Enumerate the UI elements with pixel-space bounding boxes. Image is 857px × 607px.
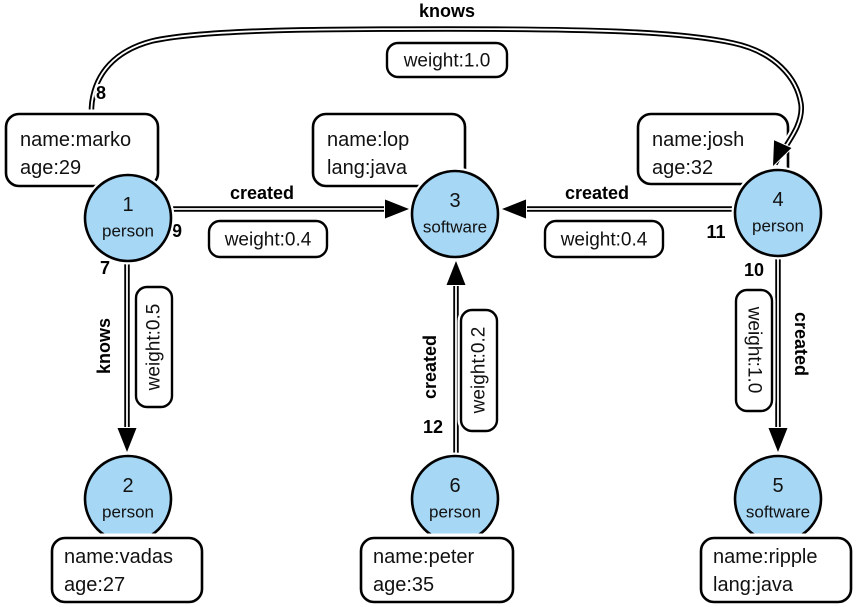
property-box [311,112,467,188]
property-box [4,112,160,188]
node-id: 4 [772,189,783,211]
edge-weight: weight:0.4 [224,230,312,251]
property-line: age:35 [373,574,434,596]
edge-weight: weight:0.2 [469,327,490,415]
node-1: 1 person [81,171,175,265]
node-type: person [102,222,154,241]
property-box-marko: name:marko age:29 [1,109,163,191]
edge-weight: weight:0.4 [560,230,648,251]
node-circle [410,454,500,544]
edge-label: knows [94,318,114,374]
node-circle [410,169,500,259]
property-box-peter: name:peter age:35 [356,533,518,607]
edge-created-4-5: created 10 weight:1.0 [732,256,813,455]
node-circle [83,454,173,544]
property-box [699,536,853,604]
node-4: 4 person [731,166,825,260]
weight-box [543,219,665,259]
arrowhead-icon [384,198,412,220]
property-box [359,536,515,604]
property-line: name:marko [20,129,131,151]
property-line: age:32 [652,157,713,179]
arrowhead-icon [767,427,789,455]
edge-knows-1-4: knows 8 weight:1.0 [86,0,806,200]
arrowhead-icon [116,427,138,455]
node-5: 5 software [731,452,825,546]
edge-label: created [420,335,440,399]
node-circle [733,454,823,544]
edge-id: 12 [423,417,443,437]
node-id: 6 [449,475,460,497]
arrowhead-icon [445,258,467,286]
node-type: software [423,218,487,237]
property-line: lang:java [713,574,794,596]
property-line: name:ripple [713,546,818,568]
edge-created-4-3: created 11 weight:0.4 [499,181,736,261]
node-type: software [746,503,810,522]
arrowhead-icon [499,198,527,220]
node-id: 5 [772,475,783,497]
property-box-lop: name:lop lang:java [308,109,470,191]
edge-id: 11 [706,222,725,242]
edge-id: 8 [96,83,106,103]
edge-weight: weight:0.5 [144,304,165,392]
edge-line-core [90,28,803,198]
property-box-vadas: name:vadas age:27 [47,533,207,607]
edge-id: 10 [744,260,764,280]
weight-box [134,285,174,409]
property-line: name:peter [373,546,475,568]
node-type: person [752,217,804,236]
property-box [50,536,204,604]
node-id: 3 [449,190,460,212]
edge-label: knows [419,1,475,21]
edge-created-1-3: created 9 weight:0.4 [170,181,412,261]
node-3: 3 software [408,167,502,261]
node-circle [733,168,823,258]
node-6: 6 person [408,452,502,546]
node-type: person [429,503,481,522]
edge-label: created [791,312,811,376]
weight-box [459,308,499,433]
edge-label: created [565,183,629,203]
edge-weight: weight:1.0 [403,51,491,72]
edge-label: created [230,183,294,203]
property-line: name:josh [652,129,744,151]
property-line: age:29 [20,157,81,179]
node-type: person [102,503,154,522]
property-line: lang:java [327,157,408,179]
property-line: age:27 [64,574,125,596]
weight-box [385,41,509,79]
property-line: name:vadas [64,546,173,568]
edge-created-6-3: created 12 weight:0.2 [418,258,501,455]
property-line: name:lop [327,129,409,151]
edge-weight: weight:1.0 [744,306,765,394]
property-box-ripple: name:ripple lang:java [696,533,856,607]
node-id: 1 [122,194,133,216]
weight-box [207,219,329,259]
weight-box [734,288,774,413]
arrowhead-icon [771,138,794,169]
edge-knows-1-2: knows 7 weight:0.5 [92,256,176,455]
node-circle [83,173,173,263]
node-id: 2 [122,475,133,497]
edge-id: 7 [100,258,110,278]
node-2: 2 person [81,452,175,546]
